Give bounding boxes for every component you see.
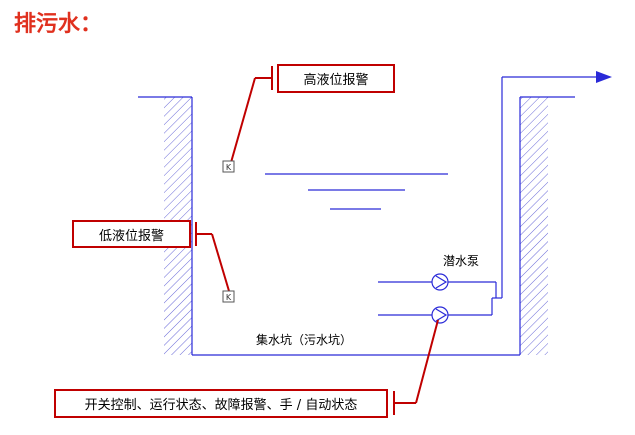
pit-label: 集水坑（污水坑） [256, 333, 353, 347]
sensor-low-icon: K [226, 293, 232, 302]
discharge-pipe [378, 76, 600, 316]
pit-outline [138, 96, 575, 356]
pump-upper-icon [431, 273, 449, 291]
page-title: 排污水： [14, 12, 103, 37]
pump-symbols [431, 273, 449, 324]
pump-lower-icon [431, 306, 449, 324]
high-level-alarm-callout: 高液位报警 [277, 64, 395, 93]
callout-leaders [195, 66, 439, 415]
low-level-alarm-callout: 低液位报警 [72, 220, 191, 248]
sensor-high: K [222, 160, 235, 173]
right-wall-hatch [520, 97, 548, 355]
pump-status-callout: 开关控制、运行状态、故障报警、手 / 自动状态 [54, 389, 388, 418]
water-level-lines [265, 173, 448, 210]
sensor-high-icon: K [226, 163, 232, 172]
pump-label: 潜水泵 [443, 254, 480, 268]
sensor-low: K [222, 290, 235, 303]
flow-arrow-icon [596, 71, 612, 83]
